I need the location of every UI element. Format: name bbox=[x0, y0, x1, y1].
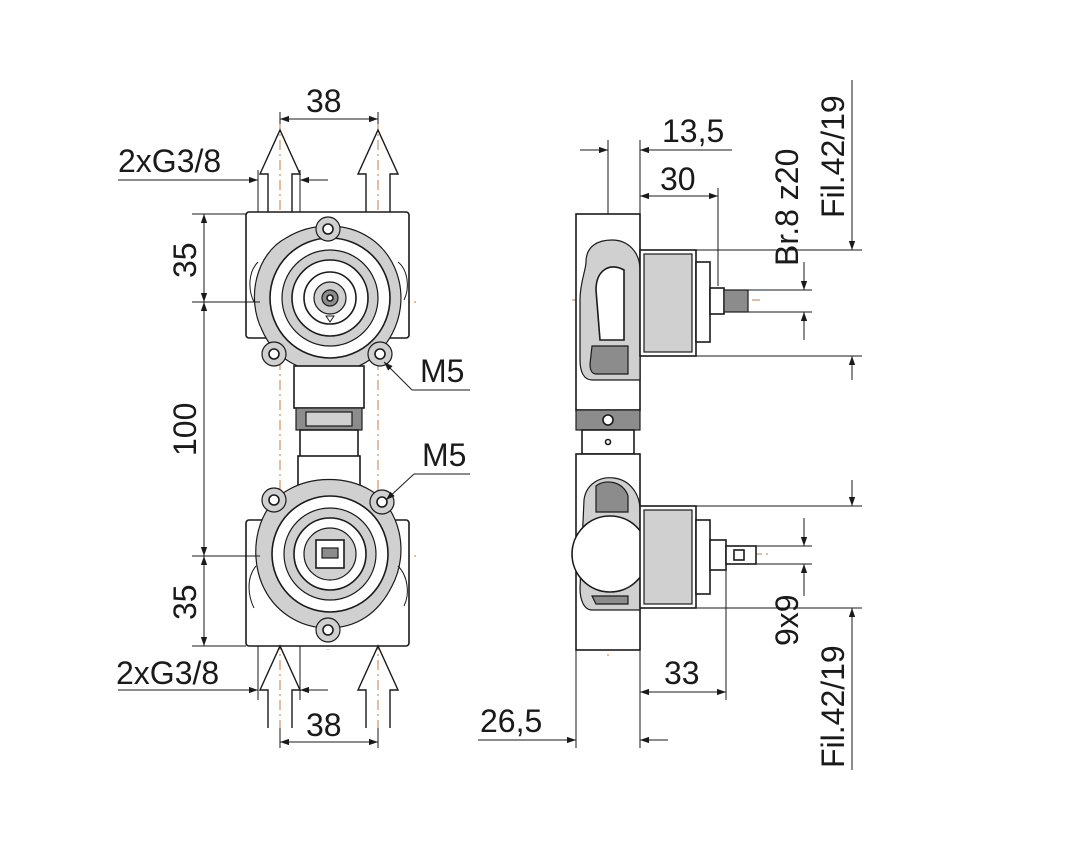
upper-valve-body bbox=[245, 211, 410, 373]
upper-screw-callout: M5 bbox=[383, 353, 470, 391]
lower-valve-body bbox=[245, 455, 410, 647]
dim-upper-spline: Br.8 z20 bbox=[748, 149, 812, 340]
dim-bottom-thread-label: 2xG3/8 bbox=[116, 655, 219, 691]
dim-bottom-spacing-label: 38 bbox=[306, 707, 342, 743]
dim-side-top-depth-label: 30 bbox=[660, 161, 696, 197]
dim-vertical-chain: 35 100 35 bbox=[167, 213, 260, 647]
dim-bottom-thread: 2xG3/8 bbox=[116, 646, 328, 700]
side-connector bbox=[575, 409, 641, 455]
dim-top-thread-label: 2xG3/8 bbox=[118, 143, 221, 179]
lower-left-inlet-arrow bbox=[258, 644, 302, 728]
flow-arrows bbox=[258, 128, 400, 728]
upper-side-body bbox=[575, 213, 749, 411]
dim-lower-depth: 33 bbox=[640, 570, 727, 700]
dim-top-spacing: 38 bbox=[279, 83, 379, 124]
dim-lower-square: 9x9 bbox=[756, 518, 812, 646]
upper-screw-label: M5 bbox=[420, 353, 464, 389]
dim-lower-depth-label: 33 bbox=[664, 655, 700, 691]
dim-center-distance-label: 100 bbox=[167, 403, 203, 456]
lower-screw-callout: M5 bbox=[385, 437, 470, 501]
dim-top-spacing-label: 38 bbox=[306, 83, 342, 119]
dim-side-top-depth: 30 bbox=[640, 161, 719, 286]
dim-upper-thread: Fil.42/19 bbox=[696, 80, 862, 380]
dim-lower-thread: Fil.42/19 bbox=[696, 480, 862, 770]
dim-lower-offset-label: 35 bbox=[167, 584, 203, 620]
dim-side-bottom-offset-label: 26,5 bbox=[480, 703, 542, 739]
lower-screw-label: M5 bbox=[422, 437, 466, 473]
lower-side-body bbox=[571, 453, 757, 651]
dim-bottom-spacing: 38 bbox=[279, 707, 379, 748]
front-connector bbox=[293, 365, 365, 459]
upper-right-outlet-arrow bbox=[356, 128, 400, 212]
front-view: 38 2xG3/8 35 100 35 M5 bbox=[116, 83, 470, 748]
dim-upper-thread-label: Fil.42/19 bbox=[815, 95, 851, 218]
dim-top-thread: 2xG3/8 bbox=[118, 143, 328, 212]
dim-side-top-offset-label: 13,5 bbox=[662, 113, 724, 149]
dim-side-bottom-offset: 26,5 bbox=[478, 650, 668, 748]
dim-upper-offset-label: 35 bbox=[167, 242, 203, 278]
dim-lower-thread-label: Fil.42/19 bbox=[815, 645, 851, 768]
side-view: 13,5 30 Br.8 z20 Fil.42/19 bbox=[478, 80, 862, 770]
upper-left-outlet-arrow bbox=[258, 128, 302, 212]
dim-lower-square-label: 9x9 bbox=[769, 594, 805, 646]
dim-side-top-offset: 13,5 bbox=[580, 113, 732, 214]
lower-right-inlet-arrow bbox=[356, 644, 400, 728]
dim-upper-spline-label: Br.8 z20 bbox=[769, 149, 805, 266]
